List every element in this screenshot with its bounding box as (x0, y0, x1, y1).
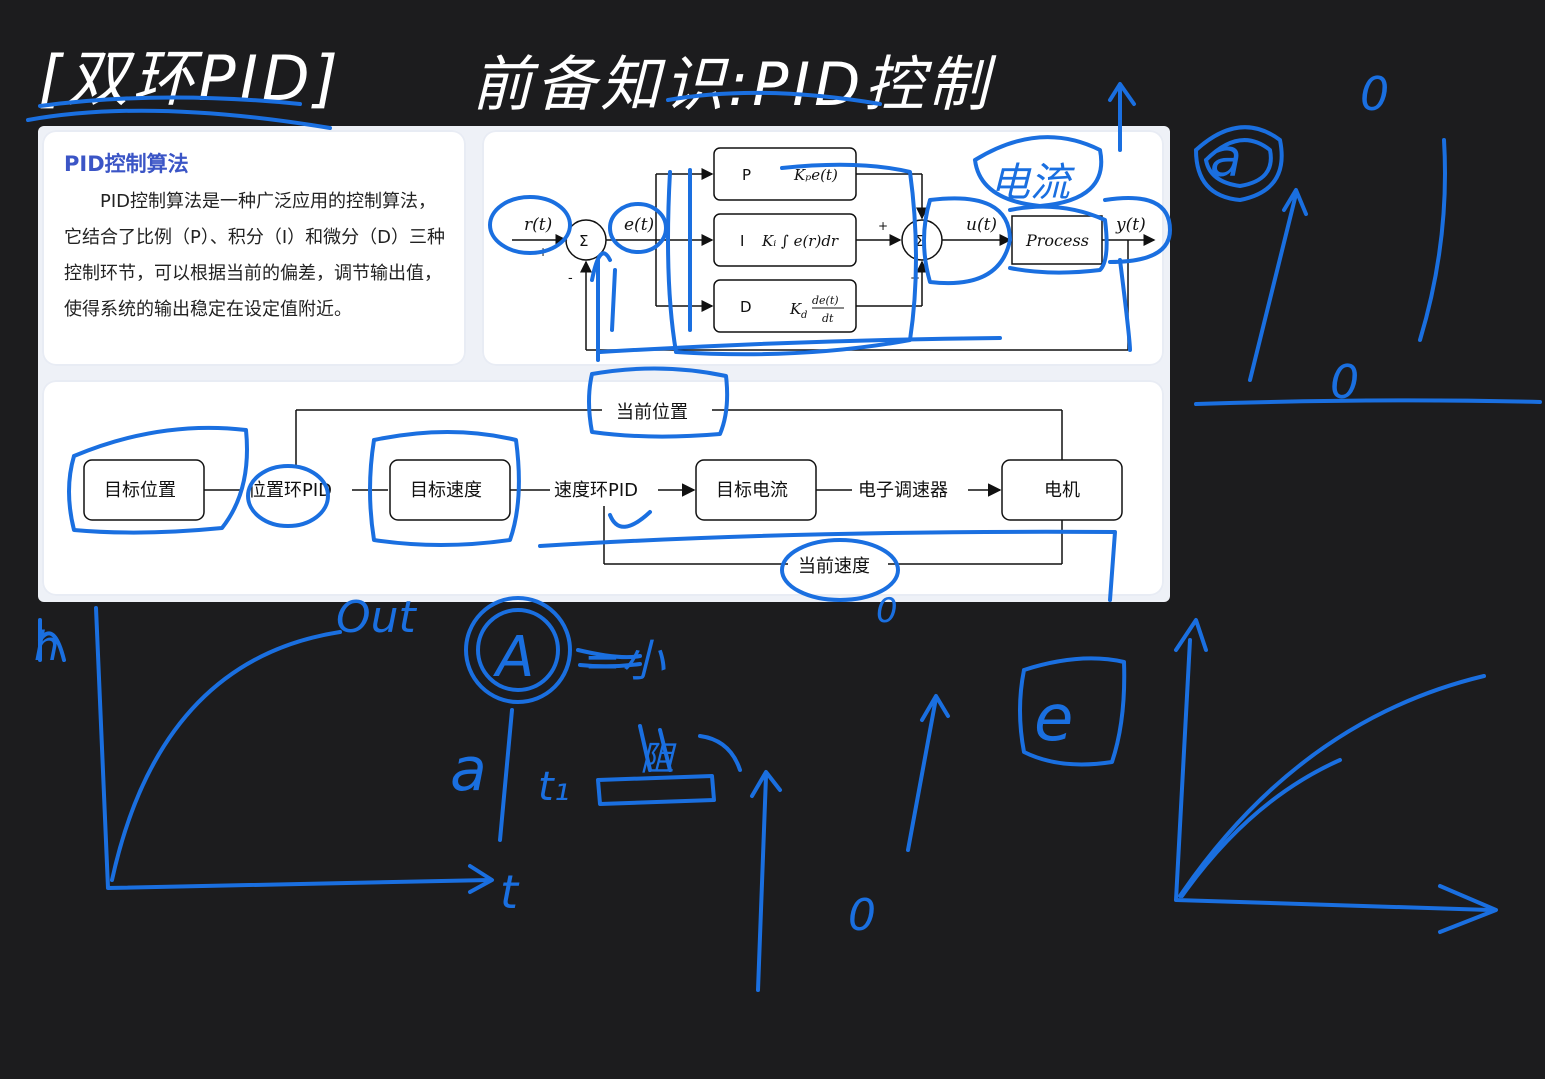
pid-block-diagram: r(t) Σ + - e(t) P Kₚe(t) I Kᵢ ∫ e(r)dr D… (512, 147, 1156, 351)
p-block-formula: Kₚe(t) (793, 166, 838, 184)
p-block-label: P (742, 166, 751, 184)
input-label: r(t) (524, 215, 552, 235)
sum2-plus-bottom: + (910, 271, 920, 285)
current-position-label: 当前位置 (616, 402, 688, 423)
speed-pid-label: 速度环PID (554, 480, 638, 501)
curve-left-graph (110, 630, 342, 882)
box-e (1018, 656, 1127, 767)
motor-label: 电机 (1044, 480, 1080, 501)
algorithm-body: PID控制算法是一种广泛应用的控制算法，它结合了比例（P）、积分（I）和微分（D… (64, 191, 446, 320)
d-block-denominator: dt (822, 312, 834, 325)
curve-right-graph-1 (1178, 674, 1486, 898)
note-zero-3: 0 (1360, 67, 1389, 121)
position-pid-label: 位置环PID (248, 480, 332, 501)
scribble-a-top (1194, 125, 1284, 202)
note-a-circle: A (493, 625, 534, 690)
process-label: Process (1025, 231, 1089, 250)
current-speed-label: 当前速度 (798, 556, 870, 577)
axis-right-top (1194, 398, 1542, 406)
note-zero-2: 0 (848, 890, 876, 941)
note-a-small: a (450, 735, 487, 805)
target-current-label: 目标电流 (716, 480, 788, 501)
sum1-plus: + (538, 245, 548, 259)
axes-right-graph (1174, 638, 1492, 912)
sum1-minus: - (568, 271, 573, 286)
control-signal-label: u(t) (966, 215, 997, 235)
d-block-numerator: de(t) (812, 294, 839, 307)
algorithm-card: PID控制算法 PID控制算法是一种广泛应用的控制算法，它结合了比例（P）、积分… (42, 130, 466, 366)
block-sketch (596, 774, 716, 806)
slide-image: PID控制算法 PID控制算法是一种广泛应用的控制算法，它结合了比例（P）、积分… (38, 126, 1170, 602)
d-block-sub: d (801, 310, 807, 321)
note-zero-4: 0 (1330, 355, 1359, 409)
note-a-top: a (1210, 129, 1242, 189)
sum2-plus-top: + (878, 219, 888, 233)
cascade-chain-diagram: 当前位置 当前速度 目标位置 位置环PID 目标速度 速度环PID 目标电流 电… (83, 398, 1123, 578)
circle-a (464, 596, 572, 704)
motor-box (1001, 459, 1123, 521)
axes-left-graph (94, 606, 492, 890)
d-block-label: D (740, 298, 752, 316)
sum1-symbol: Σ (579, 232, 588, 250)
page-title-prerequisite: 前备知识:PID控制 (472, 50, 993, 120)
sum2-symbol: Σ (915, 232, 924, 250)
target-speed-label: 目标速度 (410, 480, 482, 501)
note-mass: 阻 (640, 739, 677, 779)
page-title-double-loop: [双环PID] (38, 42, 342, 115)
note-a-equals: =小 (584, 636, 666, 687)
esc-label: 电子调速器 (858, 480, 948, 501)
arrow-middle (750, 770, 782, 992)
pid-block-diagram-card: r(t) Σ + - e(t) P Kₚe(t) I Kᵢ ∫ e(r)dr D… (482, 130, 1164, 366)
note-t-axis: t (500, 865, 520, 919)
target-position-label: 目标位置 (104, 480, 176, 501)
i-block-label: I (740, 232, 744, 250)
error-label: e(t) (624, 215, 654, 235)
note-e-boxed: e (1034, 682, 1073, 756)
note-t1: t₁ (538, 764, 570, 810)
i-block-formula: Kᵢ ∫ e(r)dr (761, 232, 839, 250)
algorithm-title: PID控制算法 (64, 152, 189, 176)
note-h-axis: h (34, 624, 59, 670)
cascade-chain-card: 当前位置 当前速度 目标位置 位置环PID 目标速度 速度环PID 目标电流 电… (42, 380, 1164, 596)
output-label: y(t) (1115, 215, 1146, 235)
